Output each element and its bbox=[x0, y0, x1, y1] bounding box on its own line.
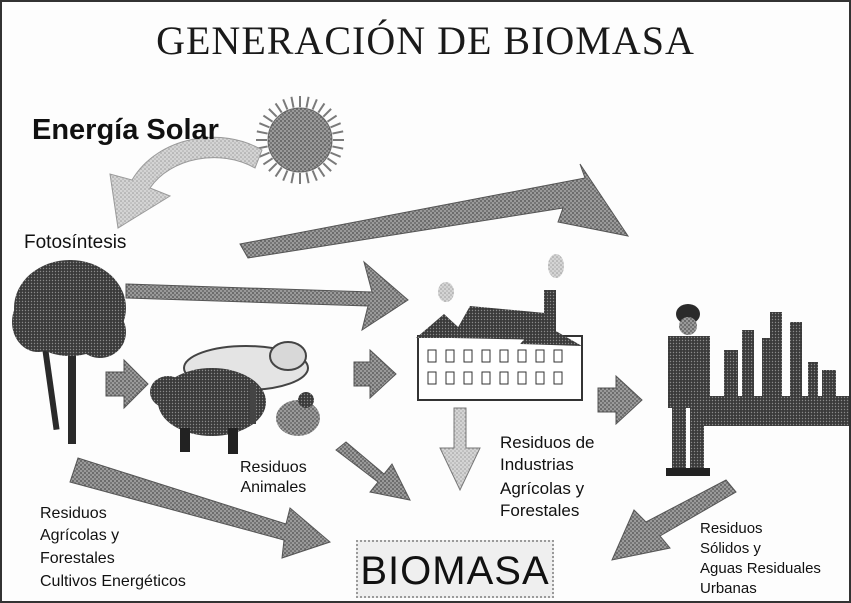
photosynthesis-to-city-arrow bbox=[239, 163, 630, 259]
animal-residues-label: Residuos Animales bbox=[240, 458, 307, 498]
factory-to-biomass-arrow bbox=[439, 407, 481, 492]
person-icon bbox=[666, 304, 710, 476]
crops-to-biomass-arrow bbox=[69, 457, 331, 559]
urban-residues-line: Residuos bbox=[700, 520, 763, 537]
agricultural-residues-line: Cultivos Energéticos bbox=[40, 573, 186, 590]
animal-residues-line: Residuos bbox=[240, 459, 307, 476]
agricultural-residues-line: Forestales bbox=[40, 550, 115, 567]
factory-icon bbox=[416, 254, 583, 401]
diagram-title: GENERACIÓN DE BIOMASA bbox=[156, 18, 695, 63]
urban-residues-line: Aguas Residuales bbox=[700, 560, 821, 577]
agricultural-residues-line: Agrícolas y bbox=[40, 527, 120, 544]
urban-to-biomass-arrow bbox=[611, 479, 737, 561]
animals-to-factory-arrow bbox=[353, 348, 397, 400]
biomass-label: BIOMASA bbox=[360, 549, 550, 593]
urban-residues-line: Sólidos y bbox=[700, 540, 761, 557]
solar-energy-label: Energía Solar bbox=[32, 114, 219, 146]
sun-to-photosynthesis-arrow bbox=[109, 136, 263, 229]
industry-residues-line: Forestales bbox=[500, 501, 580, 520]
animals-to-biomass-arrow bbox=[335, 441, 411, 501]
industry-residues-line: Residuos de bbox=[500, 433, 595, 452]
photosynthesis-label: Fotosíntesis bbox=[24, 232, 127, 253]
biomass-box bbox=[356, 540, 554, 598]
urban-residues-line: Urbanas bbox=[700, 580, 757, 597]
animals-icon bbox=[150, 341, 320, 454]
city-icon bbox=[700, 312, 850, 426]
tree-to-animals-arrow bbox=[105, 358, 149, 410]
sun-icon bbox=[256, 96, 344, 184]
factory-to-city-arrow bbox=[597, 374, 643, 426]
animal-residues-line: Animales bbox=[240, 479, 307, 496]
agricultural-residues-line: Residuos bbox=[40, 505, 107, 522]
industry-residues-line: Industrias bbox=[500, 455, 574, 474]
tree-to-factory-arrow bbox=[125, 260, 409, 332]
tree-icon bbox=[12, 260, 126, 444]
industry-residues-line: Agrícolas y bbox=[500, 479, 585, 498]
